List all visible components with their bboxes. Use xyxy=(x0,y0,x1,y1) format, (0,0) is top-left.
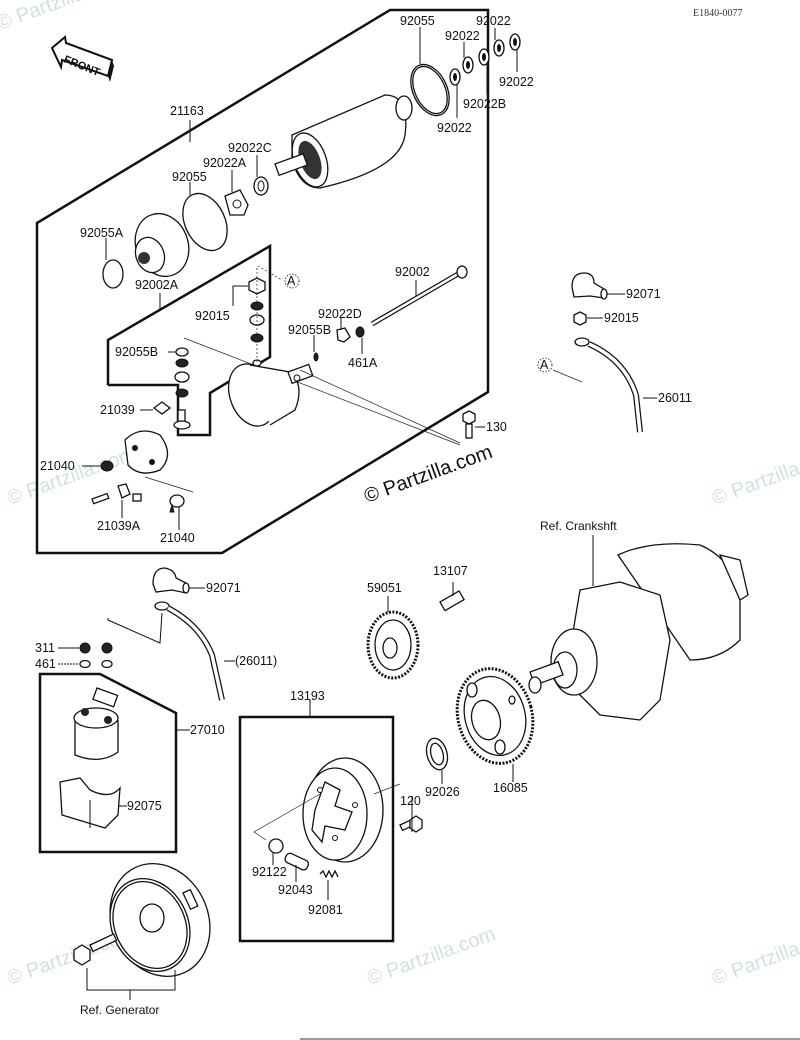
part-label-21163[interactable]: 21163 xyxy=(170,104,204,118)
starter-motor-body xyxy=(274,94,413,189)
relay-cover-92075 xyxy=(59,777,121,829)
part-label-26011-ref[interactable]: (26011) xyxy=(235,654,277,668)
part-label-92055B[interactable]: 92055B xyxy=(288,323,331,337)
drawing-code: E1840-0077 xyxy=(693,8,742,19)
starter-clutch xyxy=(302,757,384,863)
part-label-92055[interactable]: 92055 xyxy=(172,170,207,184)
reference-a-circle xyxy=(284,273,300,289)
terminal-boot-92071 xyxy=(571,272,608,300)
plate-92022D xyxy=(336,327,351,343)
battery-cable-26011 xyxy=(574,337,643,433)
rotor-bolt xyxy=(73,933,118,966)
part-label-92075[interactable]: 92075 xyxy=(127,799,162,813)
reference-a: A xyxy=(287,274,296,288)
part-label-92002[interactable]: 92002 xyxy=(395,265,430,279)
nut-92015 xyxy=(573,311,587,326)
o-ring-92055A xyxy=(102,259,124,289)
part-label-92071[interactable]: 92071 xyxy=(206,581,241,595)
part-label-92122[interactable]: 92122 xyxy=(252,865,287,879)
spring-92081 xyxy=(319,869,339,879)
part-label-92071[interactable]: 92071 xyxy=(626,287,661,301)
part-label-26011[interactable]: 26011 xyxy=(658,391,692,405)
part-label-92055[interactable]: 92055 xyxy=(400,14,435,28)
part-label-92022C[interactable]: 92022C xyxy=(228,141,272,155)
brush-21039A xyxy=(91,483,142,505)
washers-92022 xyxy=(449,33,521,86)
terminal-boot-92071-lower xyxy=(152,567,190,594)
part-label-13193[interactable]: 13193 xyxy=(290,689,325,703)
part-label-92043[interactable]: 92043 xyxy=(278,883,313,897)
part-label-92002A[interactable]: 92002A xyxy=(135,278,179,292)
starter-gear-16085 xyxy=(455,667,535,765)
starter-motor-frame xyxy=(35,8,490,555)
end-cover xyxy=(134,212,190,278)
watermark: © Partzilla.com xyxy=(4,443,138,510)
part-label-92022[interactable]: 92022 xyxy=(437,121,472,135)
part-label-21039[interactable]: 21039 xyxy=(100,403,135,417)
bottom-divider xyxy=(300,1038,800,1040)
pin-13107 xyxy=(439,590,465,612)
front-arrow-icon: FRONT xyxy=(50,35,114,82)
watermark: © Partzilla.com xyxy=(709,443,800,510)
terminal-stack xyxy=(248,268,266,367)
part-label-92015[interactable]: 92015 xyxy=(604,311,639,325)
part-label-59051[interactable]: 59051 xyxy=(367,581,402,595)
part-label-21040[interactable]: 21040 xyxy=(40,459,75,473)
gear-59051 xyxy=(366,610,420,680)
part-label-21040[interactable]: 21040 xyxy=(160,531,195,545)
brush-21040 xyxy=(169,494,185,513)
watermark-main: © Partzilla.com xyxy=(361,441,495,508)
part-label-92022[interactable]: 92022 xyxy=(499,75,534,89)
bolt-120 xyxy=(399,815,423,833)
bolt-130 xyxy=(462,410,476,439)
starter-clutch-frame xyxy=(238,715,395,943)
watermark: © Partzilla.com xyxy=(0,0,128,35)
cable-26011-lower xyxy=(154,601,225,701)
part-label-92022A[interactable]: 92022A xyxy=(203,156,247,170)
part-label-27010[interactable]: 27010 xyxy=(190,723,225,737)
ref-generator-label[interactable]: Ref. Generator xyxy=(80,1003,159,1017)
part-label-92055A[interactable]: 92055A xyxy=(80,226,124,240)
watermark: © Partzilla.com xyxy=(364,923,498,990)
ref-crankshaft-label[interactable]: Ref. Crankshft xyxy=(540,519,617,533)
part-label-16085[interactable]: 16085 xyxy=(493,781,528,795)
part-label-130[interactable]: 130 xyxy=(486,420,507,434)
part-label-92026[interactable]: 92026 xyxy=(425,785,460,799)
o-ring-92055B xyxy=(313,352,319,362)
part-label-92022B[interactable]: 92022B xyxy=(463,97,506,111)
through-bolt-92002 xyxy=(370,265,468,327)
part-label-92055B[interactable]: 92055B xyxy=(115,345,158,359)
part-label-92081[interactable]: 92081 xyxy=(308,903,343,917)
part-label-92022[interactable]: 92022 xyxy=(445,29,480,43)
part-label-21039A[interactable]: 21039A xyxy=(97,519,141,533)
reference-a-circle xyxy=(537,357,553,373)
part-label-461A[interactable]: 461A xyxy=(348,356,378,370)
starter-relay-frame xyxy=(38,672,178,854)
o-ring-92055-mid xyxy=(182,192,228,252)
crankshaft xyxy=(528,543,749,721)
generator-rotor xyxy=(109,863,211,977)
part-label-92015[interactable]: 92015 xyxy=(195,309,230,323)
starter-relay xyxy=(73,687,119,760)
part-label-120[interactable]: 120 xyxy=(400,794,421,808)
watermark: © Partzilla.com xyxy=(709,923,800,990)
plunger-92043 xyxy=(284,852,310,871)
roller-92122 xyxy=(268,838,284,854)
reference-a: A xyxy=(540,358,549,372)
brush-stack xyxy=(152,347,191,430)
part-label-92022[interactable]: 92022 xyxy=(476,14,511,28)
part-label-311[interactable]: 311 xyxy=(35,641,55,655)
part-label-92022D[interactable]: 92022D xyxy=(318,307,362,321)
washer-461A xyxy=(355,326,365,338)
brush-plate xyxy=(100,430,169,474)
part-label-13107[interactable]: 13107 xyxy=(433,564,468,578)
part-label-461[interactable]: 461 xyxy=(35,657,56,671)
yoke-housing xyxy=(227,363,314,427)
